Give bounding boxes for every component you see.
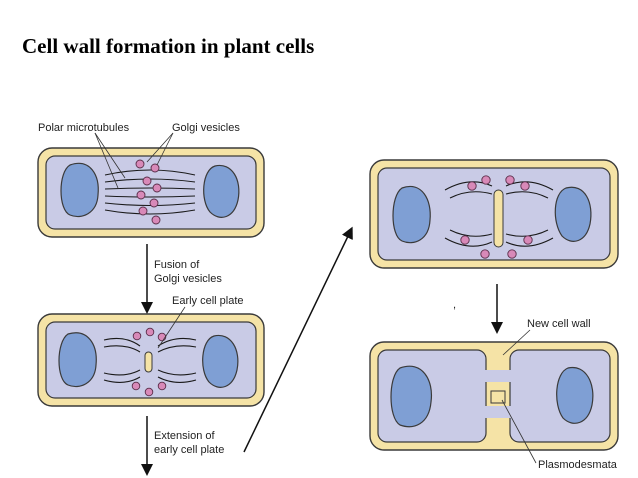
arrow-stage-2-to-3 (243, 226, 353, 453)
label-plasmodesmata: Plasmodesmata (538, 459, 618, 471)
label-extension-1: Extension of (154, 430, 215, 442)
vesicle (136, 190, 146, 200)
microtubules (104, 169, 196, 215)
nucleus-right (202, 334, 239, 388)
label-extension-2: early cell plate (154, 444, 224, 456)
nucleus-right (203, 164, 240, 218)
cell-stage-4 (369, 329, 619, 464)
cell-stage-2 (37, 306, 265, 407)
plasmodesma-channel-bottom (482, 406, 514, 418)
vesicle (151, 215, 161, 225)
label-golgi-vesicles: Golgi vesicles (172, 122, 240, 134)
nucleus-left (390, 365, 433, 428)
vesicle (467, 181, 477, 191)
golgi-vesicles (131, 327, 167, 397)
golgi-vesicles (135, 159, 162, 225)
label-fusion-2: Golgi vesicles (154, 273, 222, 285)
vesicle (132, 331, 142, 341)
cell-plate (493, 189, 504, 248)
microtubules (444, 181, 554, 247)
microtubules (103, 337, 197, 383)
cell-stage-1 (37, 132, 265, 238)
nucleus-left (58, 332, 97, 388)
leader-lines (501, 329, 537, 464)
page-title: Cell wall formation in plant cells (22, 34, 315, 58)
label-polar-microtubules: Polar microtubules (38, 122, 130, 134)
plasmodesma (490, 390, 506, 404)
vesicle (507, 249, 517, 259)
nucleus-left (60, 162, 99, 218)
vesicle (523, 235, 533, 245)
vesicle (460, 235, 470, 245)
vesicle (481, 175, 491, 185)
label-new-cell-wall: New cell wall (527, 318, 591, 330)
vesicle (144, 387, 154, 397)
label-fusion-1: Fusion of (154, 259, 200, 271)
nucleus-left (392, 185, 431, 244)
vesicle (480, 249, 490, 259)
vesicle (520, 181, 530, 191)
vesicle (138, 206, 148, 216)
leader-line (157, 306, 186, 349)
vesicle (157, 332, 167, 342)
vesicle (131, 381, 141, 391)
cytoplasm (45, 155, 257, 230)
vesicle (135, 159, 145, 169)
cell-stage-3 (369, 159, 619, 269)
vesicle (142, 176, 152, 186)
vesicle (505, 175, 515, 185)
early-cell-plate (144, 351, 153, 373)
vesicle (152, 183, 162, 193)
vesicle (149, 198, 159, 208)
nucleus-right (554, 186, 592, 242)
vesicle (150, 163, 160, 173)
golgi-vesicles (460, 175, 533, 259)
vesicle (157, 381, 167, 391)
label-early-cell-plate: Early cell plate (172, 295, 244, 307)
leader-lines (94, 132, 174, 189)
vesicle (145, 327, 155, 337)
plasmodesma-channel-top (482, 370, 514, 382)
stray-mark: , (453, 299, 456, 311)
nucleus-right (556, 366, 594, 424)
